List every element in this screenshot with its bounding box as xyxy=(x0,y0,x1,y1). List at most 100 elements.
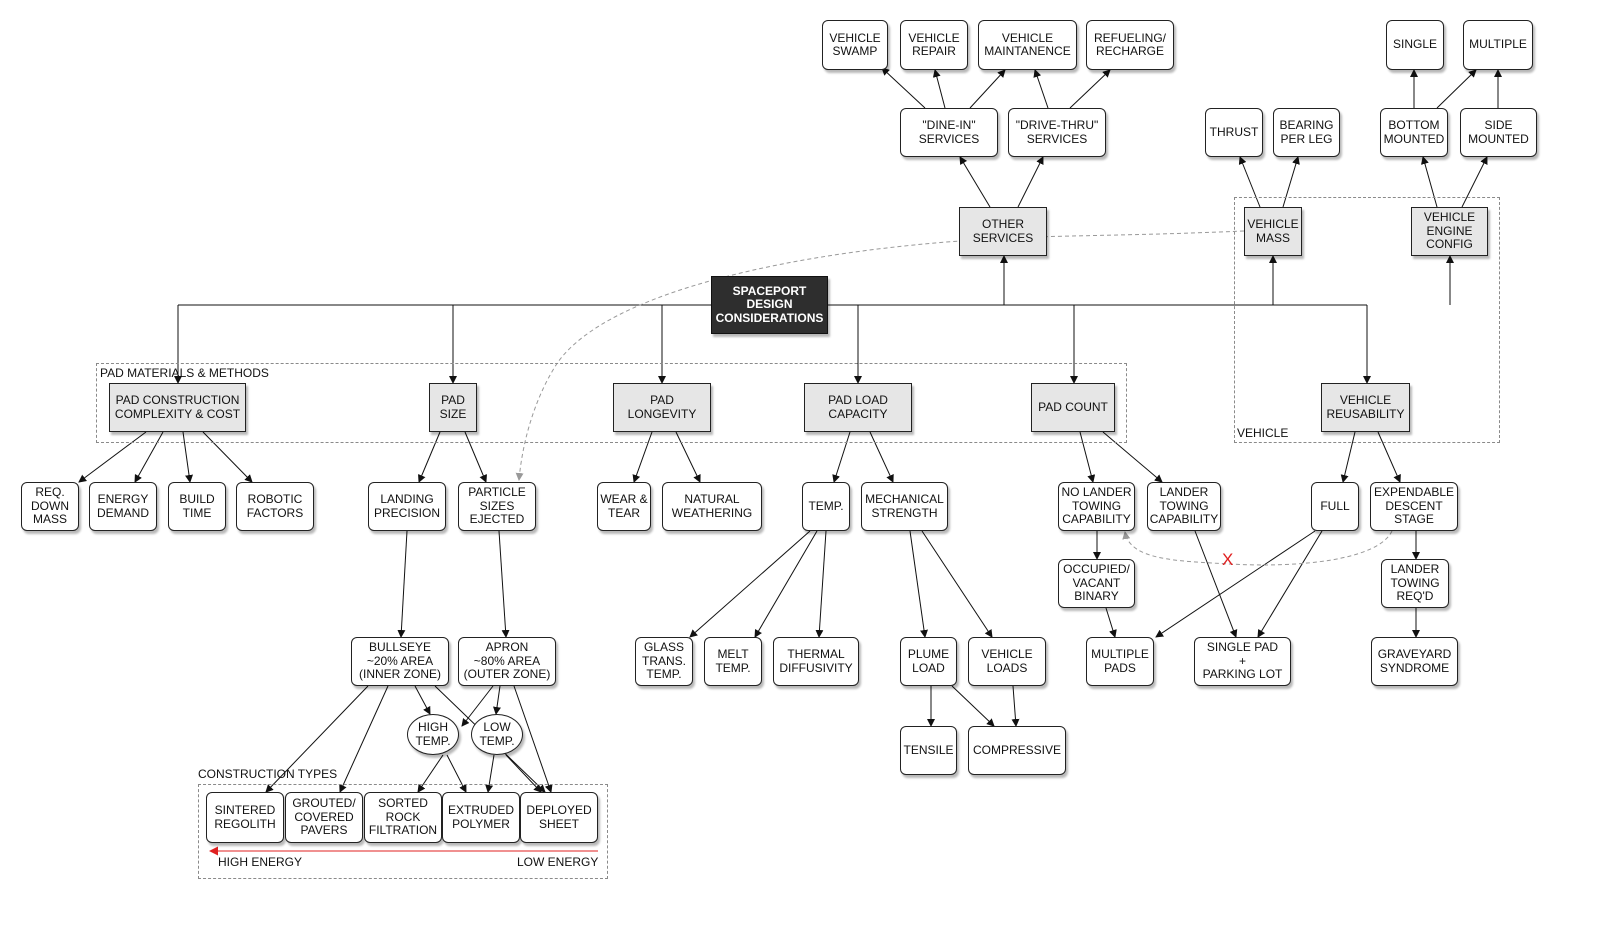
node-vehicle-swamp[interactable]: VEHICLE SWAMP xyxy=(822,20,888,70)
node-dine-in-services[interactable]: "DINE-IN" SERVICES xyxy=(900,108,998,157)
link-reuse-full xyxy=(1340,431,1356,483)
node-no-lander-towing[interactable]: NO LANDER TOWING CAPABILITY xyxy=(1058,482,1135,531)
node-landing-precision[interactable]: LANDING PRECISION xyxy=(368,482,446,531)
link-load-mech xyxy=(869,431,894,483)
node-plume-load[interactable]: PLUME LOAD xyxy=(900,637,957,686)
link-full-multiple xyxy=(1155,530,1316,638)
link-dinein-maint xyxy=(969,69,1006,109)
group-construction-types xyxy=(198,784,608,879)
node-vehicle-maintanence[interactable]: VEHICLE MAINTANENCE xyxy=(978,20,1077,70)
node-compressive[interactable]: COMPRESSIVE xyxy=(968,726,1066,775)
node-sorted-rock[interactable]: SORTED ROCK FILTRATION xyxy=(364,792,442,843)
node-low-temp[interactable]: LOW TEMP. xyxy=(471,714,523,755)
link-occupied-multiple xyxy=(1105,607,1117,638)
node-high-temp[interactable]: HIGH TEMP. xyxy=(407,714,459,755)
link-bullseye-high xyxy=(414,685,431,715)
node-vehicle-reusability[interactable]: VEHICLE REUSABILITY xyxy=(1321,383,1410,432)
group-vehicle-label: VEHICLE xyxy=(1237,426,1289,440)
link-pc-build xyxy=(182,431,193,483)
node-drive-thru-services[interactable]: "DRIVE-THRU" SERVICES xyxy=(1008,108,1106,157)
node-pad-construction[interactable]: PAD CONSTRUCTION COMPLEXITY & COST xyxy=(109,383,246,432)
link-mech-plume xyxy=(909,530,928,638)
link-size-landing xyxy=(418,431,441,483)
node-side-mounted[interactable]: SIDE MOUNTED xyxy=(1460,108,1537,157)
node-multiple-pads[interactable]: MULTIPLE PADS xyxy=(1086,637,1154,686)
link-bullseye-grouted xyxy=(339,685,389,793)
node-pad-longevity[interactable]: PAD LONGEVITY xyxy=(613,383,711,432)
node-refueling-recharge[interactable]: REFUELING/ RECHARGE xyxy=(1086,20,1174,70)
link-dinein-swamp xyxy=(881,67,926,109)
node-graveyard-syndrome[interactable]: GRAVEYARD SYNDROME xyxy=(1371,637,1458,686)
link-temp-melt xyxy=(754,530,818,638)
node-natural-weathering[interactable]: NATURAL WEATHERING xyxy=(662,482,762,531)
node-pad-load-capacity[interactable]: PAD LOAD CAPACITY xyxy=(804,383,912,432)
link-pc-energy xyxy=(134,431,164,483)
node-grouted-pavers[interactable]: GROUTED/ COVERED PAVERS xyxy=(285,792,363,843)
node-other-services[interactable]: OTHER SERVICES xyxy=(959,207,1047,256)
node-vehicle-loads[interactable]: VEHICLE LOADS xyxy=(968,637,1046,686)
blocked-link-marker: X xyxy=(1222,550,1234,569)
link-longevity-weather xyxy=(675,431,701,483)
node-vehicle-repair[interactable]: VEHICLE REPAIR xyxy=(900,20,968,70)
node-bullseye[interactable]: BULLSEYE ~20% AREA (INNER ZONE) xyxy=(351,637,449,686)
node-extruded-polymer[interactable]: EXTRUDED POLYMER xyxy=(442,792,520,843)
link-count-lander xyxy=(1102,431,1163,483)
link-mass-thrust xyxy=(1238,156,1261,208)
node-melt-temp[interactable]: MELT TEMP. xyxy=(704,637,762,686)
link-mass-bearing xyxy=(1282,156,1300,208)
node-energy-demand[interactable]: ENERGY DEMAND xyxy=(89,482,157,531)
link-lander-single xyxy=(1194,530,1238,638)
dashed-mass-other-particle xyxy=(515,230,1245,481)
link-temp-thermal xyxy=(815,530,827,638)
node-lander-towing[interactable]: LANDER TOWING CAPABILITY xyxy=(1147,482,1221,531)
link-bullseye-sintered xyxy=(265,685,369,793)
node-pad-count[interactable]: PAD COUNT xyxy=(1031,383,1115,432)
group-pad-materials-label: PAD MATERIALS & METHODS xyxy=(100,366,269,380)
node-vehicle-engine-config[interactable]: VEHICLE ENGINE CONFIG xyxy=(1411,207,1488,256)
node-robotic-factors[interactable]: ROBOTIC FACTORS xyxy=(236,482,314,531)
node-tensile[interactable]: TENSILE xyxy=(900,726,957,775)
node-occupied-vacant[interactable]: OCCUPIED/ VACANT BINARY xyxy=(1058,559,1135,608)
link-other-drivethru xyxy=(1017,156,1044,208)
link-engine-side xyxy=(1461,156,1488,208)
link-low-deployed xyxy=(505,754,542,793)
node-apron[interactable]: APRON ~80% AREA (OUTER ZONE) xyxy=(458,637,556,686)
node-req-down-mass[interactable]: REQ. DOWN MASS xyxy=(21,482,79,531)
node-mechanical-strength[interactable]: MECHANICAL STRENGTH xyxy=(861,482,948,531)
link-full-single xyxy=(1257,530,1323,638)
root-node[interactable]: SPACEPORT DESIGN CONSIDERATIONS xyxy=(711,276,828,334)
link-high-extruded xyxy=(446,754,467,793)
node-temp[interactable]: TEMP. xyxy=(802,482,850,531)
node-single[interactable]: SINGLE xyxy=(1386,20,1444,70)
node-single-pad-parking[interactable]: SINGLE PAD + PARKING LOT xyxy=(1194,637,1291,686)
group-vehicle xyxy=(1234,197,1500,443)
node-glass-trans-temp[interactable]: GLASS TRANS. TEMP. xyxy=(635,637,693,686)
node-particle-sizes[interactable]: PARTICLE SIZES EJECTED xyxy=(458,482,536,531)
link-engine-bottom xyxy=(1421,156,1438,208)
node-deployed-sheet[interactable]: DEPLOYED SHEET xyxy=(520,792,598,843)
node-lander-towing-reqd[interactable]: LANDER TOWING REQ'D xyxy=(1381,559,1449,608)
link-pc-reqdown xyxy=(78,431,147,483)
node-bottom-mounted[interactable]: BOTTOM MOUNTED xyxy=(1380,108,1448,157)
node-multiple[interactable]: MULTIPLE xyxy=(1463,20,1533,70)
node-wear-tear[interactable]: WEAR & TEAR xyxy=(597,482,651,531)
link-vloads-compressive xyxy=(1011,685,1020,727)
link-longevity-wear xyxy=(632,431,653,483)
link-bottom-multiple xyxy=(1436,69,1477,109)
node-bearing-per-leg[interactable]: BEARING PER LEG xyxy=(1273,108,1340,157)
node-sintered-regolith[interactable]: SINTERED REGOLITH xyxy=(206,792,284,843)
node-full[interactable]: FULL xyxy=(1311,482,1359,531)
node-build-time[interactable]: BUILD TIME xyxy=(168,482,226,531)
node-vehicle-mass[interactable]: VEHICLE MASS xyxy=(1244,207,1302,256)
node-thermal-diffusivity[interactable]: THERMAL DIFFUSIVITY xyxy=(773,637,859,686)
link-drivethru-maint xyxy=(1033,69,1049,109)
node-expendable-descent[interactable]: EXPENDABLE DESCENT STAGE xyxy=(1370,482,1458,531)
node-thrust[interactable]: THRUST xyxy=(1205,108,1263,157)
link-reuse-expendable xyxy=(1377,431,1401,483)
group-construction-types-label: CONSTRUCTION TYPES xyxy=(198,767,338,781)
node-pad-size[interactable]: PAD SIZE xyxy=(429,383,477,432)
link-apron-low xyxy=(493,685,501,715)
low-energy-label: LOW ENERGY xyxy=(517,855,599,869)
